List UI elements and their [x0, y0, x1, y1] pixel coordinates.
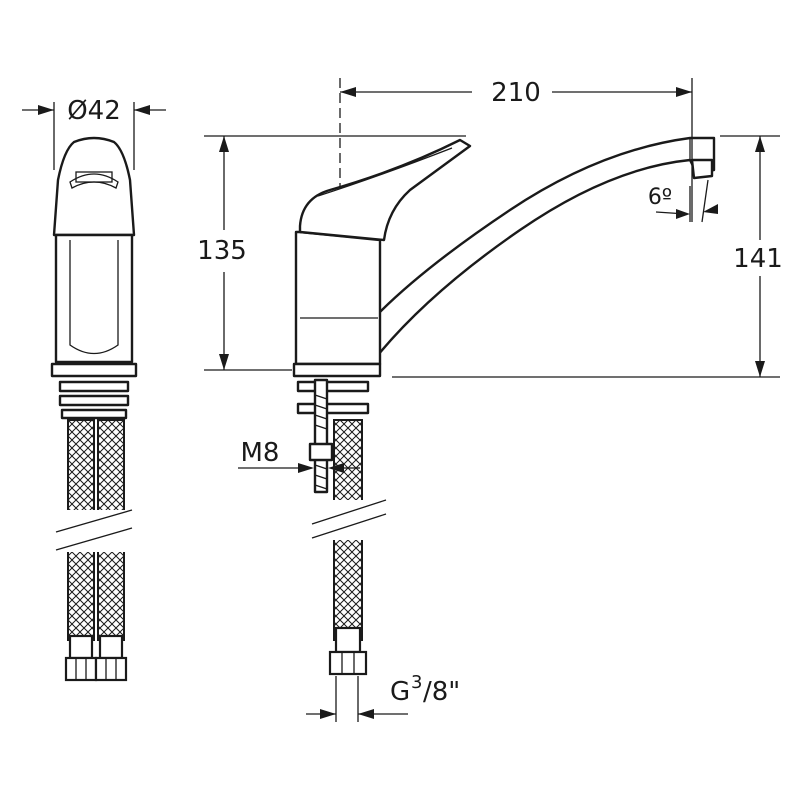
- side-nut-left: [64, 656, 98, 682]
- svg-text:/8": /8": [423, 677, 460, 707]
- rod-nut: [308, 442, 334, 462]
- front-lever: [298, 138, 472, 242]
- side-body: [54, 233, 134, 364]
- angle-label: 6º: [648, 185, 672, 210]
- front-base: [292, 362, 382, 378]
- spout: [370, 136, 716, 357]
- front-body: [294, 230, 382, 366]
- side-base: [50, 362, 138, 378]
- front-nut: [328, 650, 368, 676]
- front-view: 210 135 141 6º M8: [197, 78, 783, 722]
- svg-text:3: 3: [411, 672, 422, 693]
- svg-text:G: G: [390, 677, 410, 707]
- side-lever: [52, 136, 136, 237]
- connection-label: G 3 /8": [390, 672, 460, 707]
- aerator: [690, 158, 714, 180]
- diameter-label: Ø42: [67, 96, 121, 126]
- length-label: 210: [491, 78, 541, 108]
- thread-label: M8: [241, 438, 280, 468]
- side-view: Ø42: [22, 96, 166, 682]
- total-height-label: 141: [733, 244, 783, 274]
- body-height-label: 135: [197, 236, 247, 266]
- side-nut-right: [94, 656, 128, 682]
